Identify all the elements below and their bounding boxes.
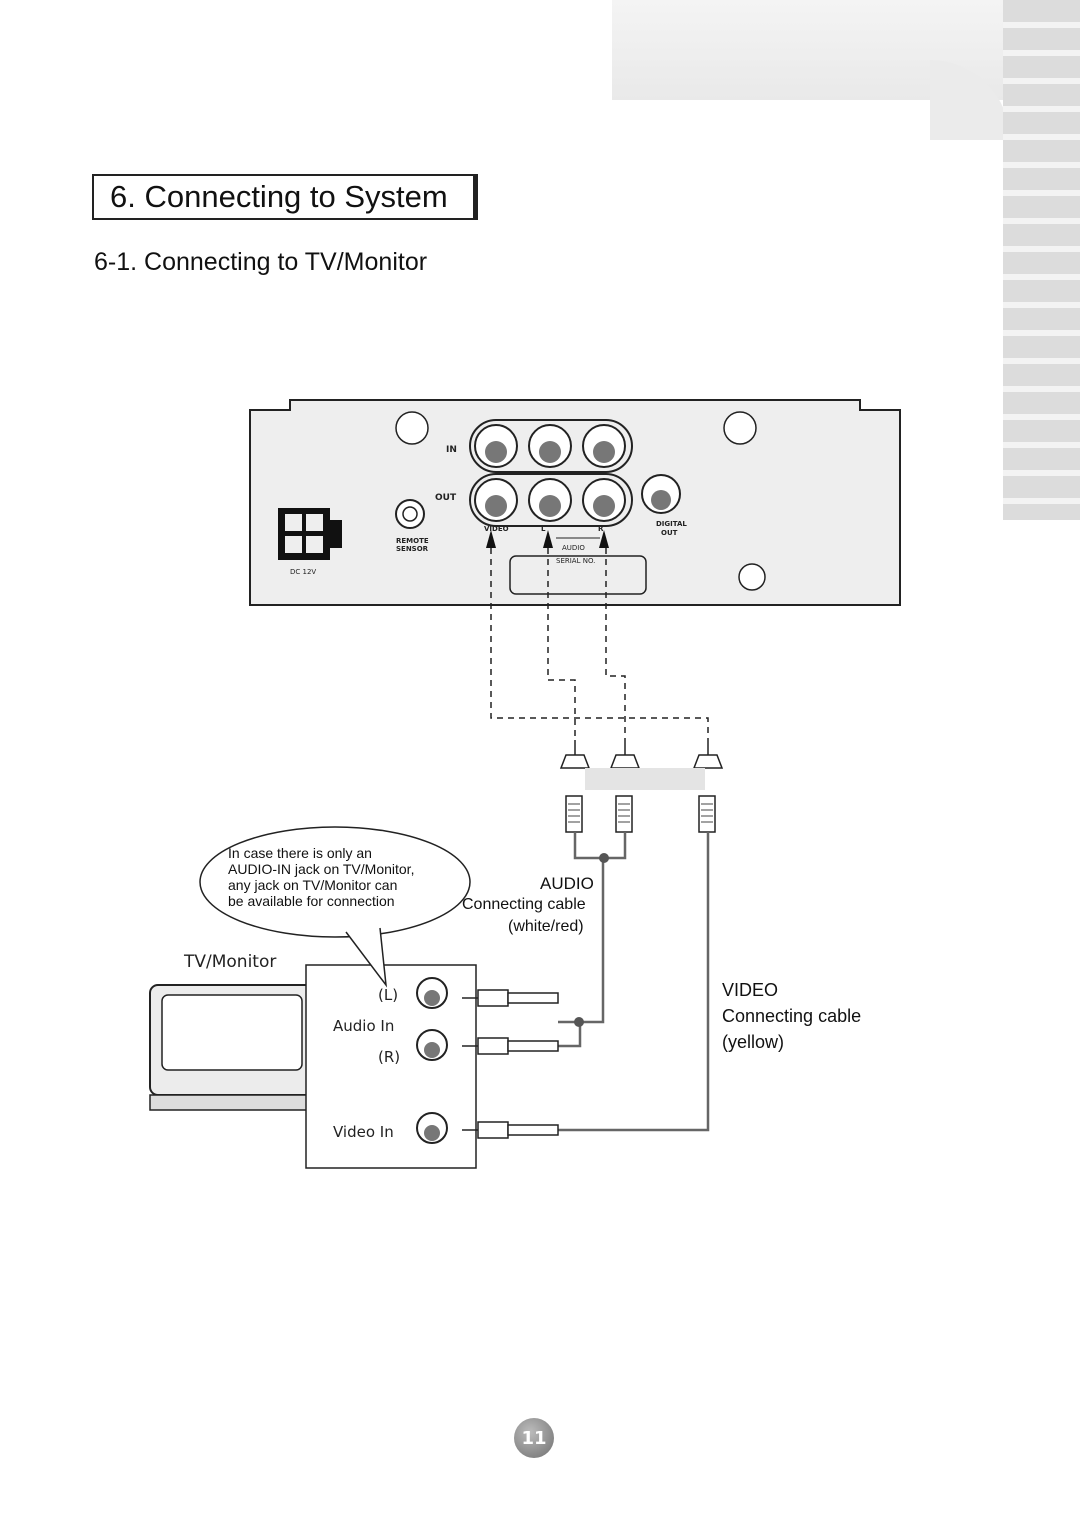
video-cable-line-1: Connecting cable [722,1006,862,1026]
callout-bubble [199,826,471,988]
tv-left-label: (L) [378,986,398,1004]
video-jack-label: VIDEO [484,525,509,533]
subsection-title: 6-1. Connecting to TV/Monitor [94,248,428,276]
video-cable-line-2: (yellow) [722,1032,785,1052]
audio-cable-line-1: Connecting cable [462,896,586,913]
rca-plugs [559,740,724,833]
screw-hole [723,411,757,445]
out-jacks [474,478,626,522]
tv-right-label: (R) [378,1048,400,1066]
in-label: IN [446,445,457,455]
remote-sensor-label-1: REMOTE [396,537,429,545]
out-label: OUT [435,493,457,503]
callout-line-4: be available for connection [228,893,395,909]
dc-power-jack [278,508,342,560]
callout-text: In case there is only an AUDIO-IN jack o… [228,845,468,909]
tv-audio-in-label: Audio In [333,1017,394,1035]
in-jacks [474,424,626,468]
page-number-badge: 11 [514,1418,554,1458]
remote-sensor-label-2: SENSOR [396,545,429,553]
section-title: 6. Connecting to System [110,179,448,214]
audio-cable-line-2: (white/red) [508,918,584,935]
callout-line-1: In case there is only an [228,845,372,861]
r-jack-label: R [598,525,604,533]
tv-plugs [462,989,559,1139]
screw-hole [738,563,766,591]
cable-bundle-shade [585,768,705,790]
serial-no-label: SERIAL NO. [556,557,595,565]
dashed-routing [490,548,709,740]
dc-label: DC 12V [290,568,316,576]
tv-video-in-label: Video In [333,1123,394,1141]
decorative-side-stripes [1003,0,1080,520]
audio-cable-title: AUDIO [540,874,594,893]
tv-monitor [149,984,321,1111]
callout-line-2: AUDIO-IN jack on TV/Monitor, [228,861,415,877]
tv-monitor-label: TV/Monitor [183,952,276,972]
serial-number-plate [509,555,647,595]
tv-jack-panel [305,964,477,1169]
digital-out-label-2: OUT [661,529,678,537]
section-title-box: 6. Connecting to System [92,174,478,220]
callout-line-3: any jack on TV/Monitor can [228,877,398,893]
video-cable-title: VIDEO [722,980,779,1000]
unit-rear-panel: DC 12V REMOTE SENSOR IN OUT DIGITAL OUT … [249,399,901,606]
l-jack-label: L [541,525,546,533]
digital-out-label-1: DIGITAL [656,520,687,528]
screw-hole [395,411,429,445]
page-number: 11 [521,1427,547,1449]
remote-sensor [395,499,425,529]
audio-jack-label: AUDIO [562,544,585,552]
